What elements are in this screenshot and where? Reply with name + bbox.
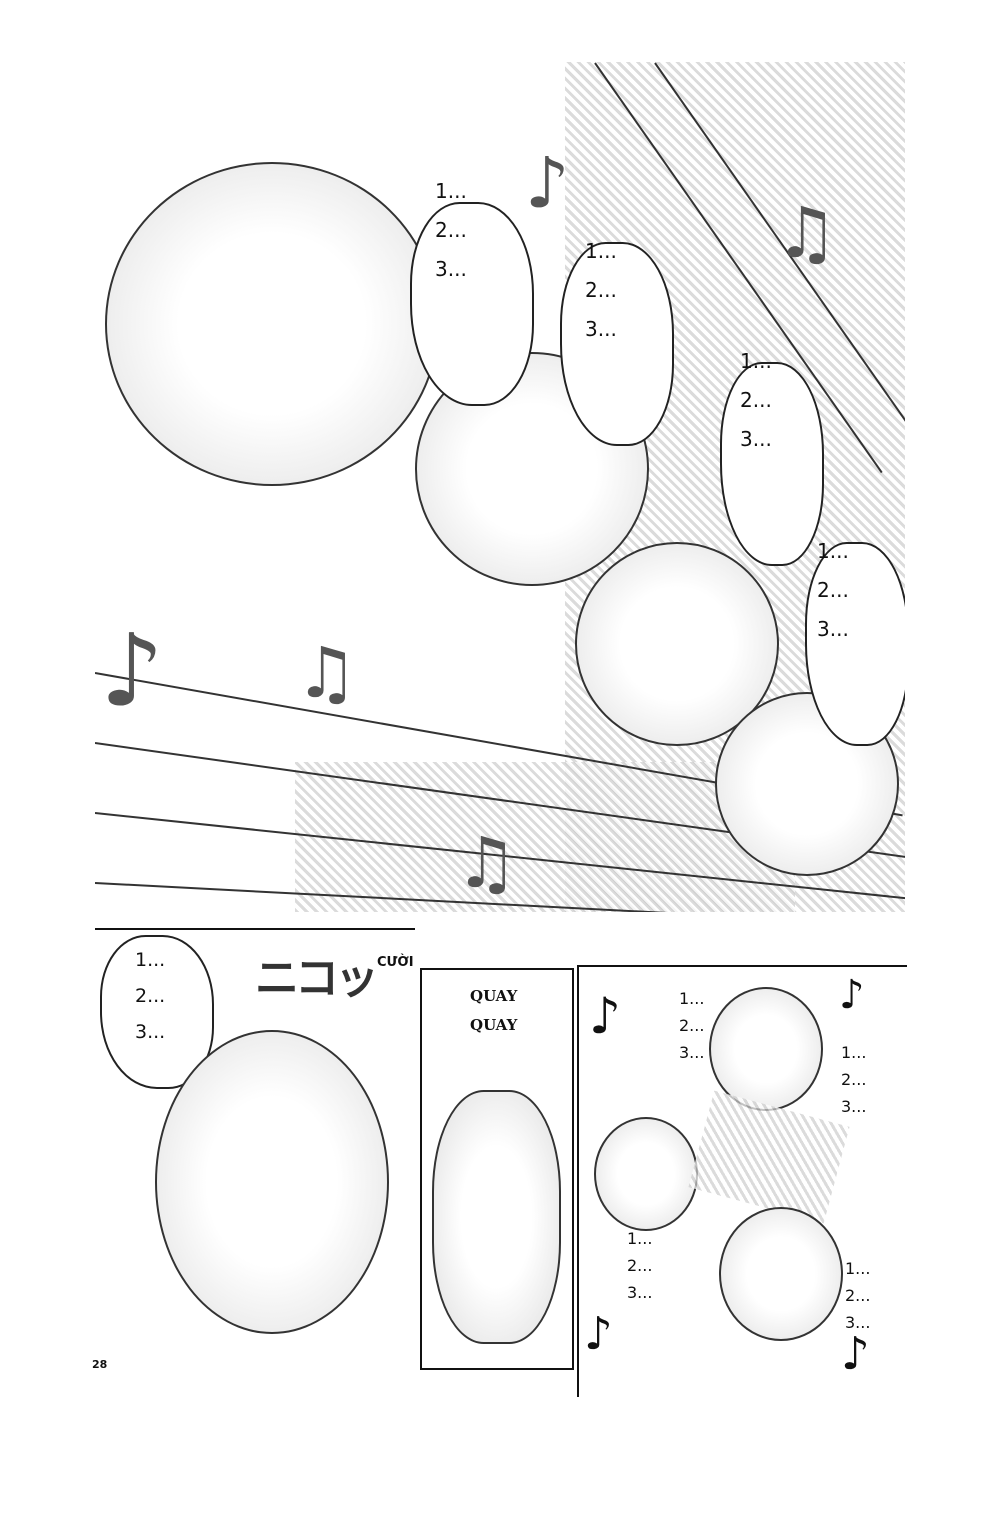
count-text: 1... 2... 3... xyxy=(740,342,772,459)
count-text: 1... 2... 3... xyxy=(817,532,849,649)
count-2: 2... xyxy=(679,1016,705,1036)
count-3: 3... xyxy=(585,317,617,341)
count-3: 3... xyxy=(435,257,467,281)
count-1: 1... xyxy=(740,349,772,373)
count-1: 1... xyxy=(435,179,467,203)
count-1: 1... xyxy=(585,239,617,263)
count-text: 1... 2... 3... xyxy=(627,1225,652,1307)
character-dancing xyxy=(709,987,823,1111)
count-2: 2... xyxy=(817,578,849,602)
sfx-quay-2: QUAY xyxy=(470,1015,518,1034)
music-note-icon: ♫ xyxy=(775,192,838,274)
character-dancing xyxy=(594,1117,698,1231)
count-1: 1... xyxy=(135,949,166,971)
speech-bubble xyxy=(720,362,824,566)
character-dancing xyxy=(719,1207,843,1341)
music-note-icon: ♫ xyxy=(295,632,358,714)
count-2: 2... xyxy=(841,1070,867,1090)
count-text: 1... 2... 3... xyxy=(845,1255,870,1337)
count-3: 3... xyxy=(740,427,772,451)
middle-spin-panel: QUAY QUAY xyxy=(420,968,574,1370)
sfx-quay: QUAY QUAY xyxy=(470,982,517,1039)
count-2: 2... xyxy=(435,218,467,242)
count-3: 3... xyxy=(817,617,849,641)
music-note-icon: ♫ xyxy=(455,822,518,904)
sfx-translation: CƯỜI xyxy=(377,955,414,970)
table xyxy=(688,1090,850,1224)
character-spinning xyxy=(432,1090,561,1344)
sfx-quay-1: QUAY xyxy=(470,987,518,1005)
character-smiling xyxy=(155,1030,389,1334)
count-1: 1... xyxy=(817,539,849,563)
music-note-icon: ♪ xyxy=(841,1327,870,1380)
count-text: 1... 2... 3... xyxy=(135,942,165,1050)
count-2: 2... xyxy=(585,278,617,302)
count-text: 1... 2... 3... xyxy=(841,1039,866,1121)
count-2: 2... xyxy=(845,1286,871,1306)
count-text: 1... 2... 3... xyxy=(435,172,467,289)
count-text: 1... 2... 3... xyxy=(679,985,704,1067)
bottom-left-panel: 1... 2... 3... ニコッ CƯỜI xyxy=(95,928,415,1398)
music-note-icon: ♪ xyxy=(525,142,570,224)
count-text: 1... 2... 3... xyxy=(585,232,617,349)
count-1: 1... xyxy=(679,989,705,1008)
count-3: 3... xyxy=(627,1283,653,1303)
right-panel: ♪ ♪ ♪ ♪ 1... 2... 3... 1... 2... 3... 1.… xyxy=(577,965,907,1397)
speech-bubble xyxy=(410,202,534,406)
music-note-icon: ♪ xyxy=(589,987,621,1045)
page-number: 28 xyxy=(92,1358,108,1371)
count-1: 1... xyxy=(845,1259,871,1278)
speech-bubble xyxy=(100,935,214,1089)
sfx-niko: ニコッ xyxy=(255,953,379,1004)
screentone-background xyxy=(295,762,795,912)
count-3: 3... xyxy=(679,1043,705,1063)
speech-bubble xyxy=(560,242,674,446)
count-2: 2... xyxy=(740,388,772,412)
music-note-icon: ♪ xyxy=(839,972,865,1018)
music-note-icon: ♪ xyxy=(584,1307,613,1360)
character-dancing xyxy=(105,162,439,486)
music-note-icon: ♪ xyxy=(100,612,164,729)
character-dancing xyxy=(575,542,779,746)
top-panel: ♪ ♫ ♪ ♫ ♫ 1... 2... 3... 1... 2... 3... … xyxy=(95,62,905,912)
speech-bubble xyxy=(805,542,905,746)
count-1: 1... xyxy=(841,1043,867,1062)
count-2: 2... xyxy=(135,985,166,1008)
count-2: 2... xyxy=(627,1256,653,1276)
count-3: 3... xyxy=(135,1021,166,1044)
count-1: 1... xyxy=(627,1229,653,1248)
count-3: 3... xyxy=(845,1313,871,1333)
count-3: 3... xyxy=(841,1097,867,1117)
